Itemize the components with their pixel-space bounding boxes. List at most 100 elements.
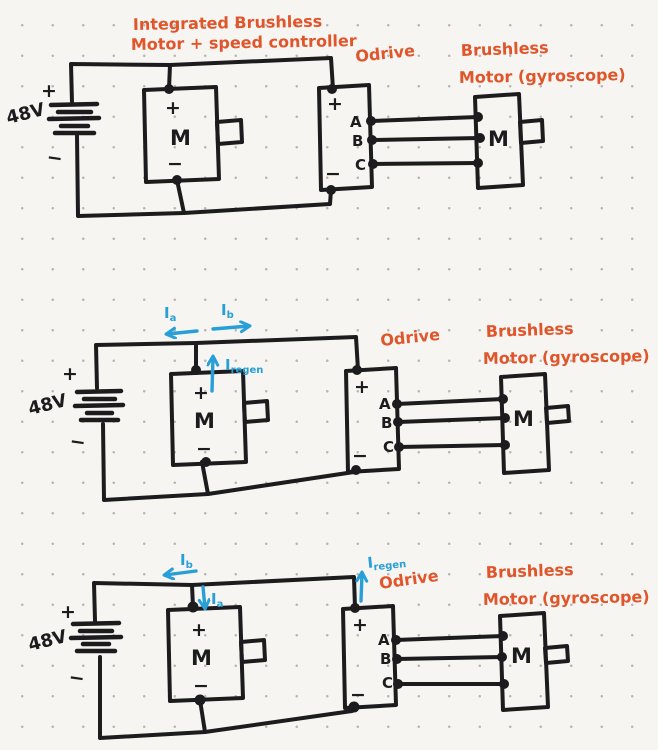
junction-dot: [392, 654, 402, 664]
d3-battery-voltage: 48V: [26, 626, 69, 656]
d2-gyro-motor-shaft: [544, 404, 571, 425]
d1-bottom-wire: [75, 134, 333, 218]
current-subscript: regen: [373, 559, 407, 573]
junction-dot: [164, 84, 174, 94]
junction-dot: [191, 365, 201, 375]
d3-odrive-plus: +: [352, 614, 368, 636]
d2-battery-voltage: 48V: [26, 390, 69, 420]
d2-odrive-minus: −: [352, 445, 368, 467]
d2-motor-bottom-drop: [200, 460, 210, 496]
d2-battery-minus: −: [68, 430, 87, 454]
junction-dot: [351, 465, 361, 475]
junction-dot: [352, 365, 362, 375]
junction-dot: [201, 457, 211, 467]
d1-motor-plus: +: [165, 97, 181, 119]
diagram-3-regen-via-odrive: Odrive Brushless Motor (gyroscope) 48V +…: [26, 550, 650, 740]
junction-dot: [391, 635, 401, 645]
d1-gyro-motor-shaft: [518, 118, 545, 145]
d2-motor-m: M: [194, 409, 215, 433]
d1-phase-wire-a: [369, 115, 480, 123]
battery-plate: [68, 634, 124, 641]
d1-odrive-label: Odrive: [354, 41, 416, 66]
junction-dot: [327, 84, 337, 94]
d1-title-line1: Integrated Brushless: [133, 12, 323, 34]
d2-current-ia-label: Ia: [164, 304, 176, 324]
junction-dot: [500, 413, 510, 423]
d3-odrive-terminal-a: A: [378, 631, 390, 649]
junction-dot: [473, 112, 483, 122]
d1-integrated-motor-box: [142, 85, 221, 184]
junction-dot: [350, 603, 360, 613]
d2-integrated-motor-box: [169, 369, 248, 467]
d2-odrive-box: [344, 366, 401, 474]
current-symbol: I: [367, 553, 374, 571]
d2-odrive-terminal-c: C: [383, 438, 394, 456]
d3-battery-symbol: [68, 620, 124, 654]
d3-gyro-motor-shaft: [543, 644, 570, 665]
junction-dot: [393, 417, 403, 427]
current-subscript: regen: [231, 365, 264, 376]
d1-top-wire: [69, 56, 335, 105]
d3-battery-plus: +: [60, 601, 76, 623]
d3-gyro-label-line2: Motor (gyroscope): [483, 587, 650, 609]
d3-phase-wire-a: [394, 634, 505, 642]
junction-dot: [393, 679, 403, 689]
d3-current-ib-arrow-left: [165, 571, 198, 575]
d2-current-iregen-arrow-up: [212, 357, 213, 393]
d2-motor-minus: −: [196, 438, 212, 460]
d2-gyro-label-line2: Motor (gyroscope): [483, 346, 650, 368]
d3-current-iregen-arrow-up: [361, 573, 362, 603]
current-symbol: I: [164, 304, 170, 322]
d1-odrive-plus: +: [327, 93, 343, 115]
d3-current-iregen-label: Iregen: [367, 550, 407, 574]
battery-plate: [48, 101, 100, 108]
d3-motor-minus: −: [193, 675, 209, 697]
d2-odrive-terminal-b: B: [381, 414, 392, 432]
d1-gyro-label-line1: Brushless: [460, 38, 548, 60]
battery-plate: [74, 388, 124, 395]
d1-integrated-motor-shaft: [215, 118, 244, 146]
d1-odrive-box: [317, 83, 374, 192]
d3-current-ib-label: Ib: [180, 551, 193, 571]
d3-phase-wire-b: [395, 655, 504, 661]
d1-motor-bottom-drop: [175, 178, 186, 215]
current-symbol: I: [221, 301, 227, 319]
d3-top-wire: [92, 575, 357, 623]
junction-dot: [500, 440, 510, 450]
junction-dot: [394, 442, 404, 452]
battery-plate: [70, 620, 122, 627]
d1-junction-dots: [164, 84, 485, 195]
d2-phase-wire-c: [397, 443, 507, 449]
d3-gyro-label-line1: Brushless: [485, 560, 573, 582]
d2-current-iregen-label: Iregen: [225, 356, 263, 376]
d3-motor-m: M: [191, 646, 212, 670]
junction-dot: [499, 679, 509, 689]
d2-current-ib-label: Ib: [221, 301, 234, 321]
d1-odrive-terminal-c: C: [355, 156, 366, 174]
d3-current-ia-label: Ia: [211, 590, 223, 610]
d1-odrive-minus: −: [325, 163, 341, 185]
junction-dot: [498, 631, 508, 641]
d2-gyro-label-line1: Brushless: [485, 319, 573, 341]
junction-dot: [367, 135, 377, 145]
d1-gyro-motor-box: [473, 92, 525, 190]
d3-current-ia-arrow-down: [203, 585, 205, 608]
d2-gyro-m: M: [513, 407, 534, 431]
current-subscript: b: [227, 310, 234, 321]
d1-battery-voltage: 48V: [4, 99, 47, 129]
d1-gyro-m: M: [488, 127, 509, 151]
junction-dot: [498, 394, 508, 404]
d3-gyro-m: M: [511, 644, 532, 668]
d2-current-ia-arrow-left: [167, 331, 199, 334]
junction-dot: [194, 694, 206, 706]
d1-motor-minus: −: [167, 153, 183, 175]
d2-phase-wire-b: [396, 416, 507, 424]
junction-dot: [326, 185, 336, 195]
d3-odrive-box: [341, 604, 398, 710]
d2-battery-plus: +: [62, 363, 78, 385]
junction-dot: [172, 175, 182, 185]
current-subscript: a: [170, 313, 177, 324]
junction-dot: [475, 133, 485, 143]
